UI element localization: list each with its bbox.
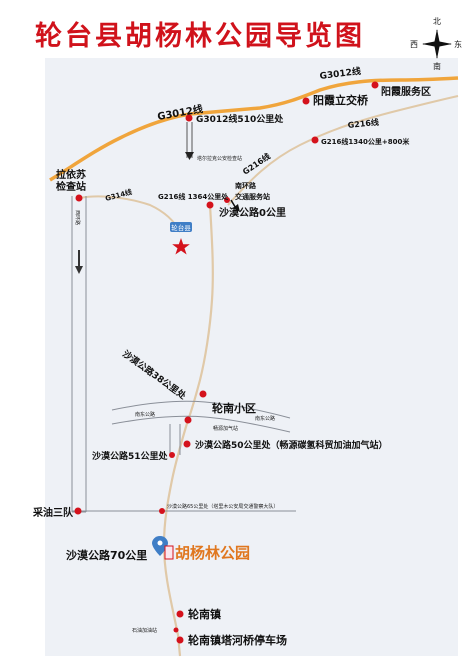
page-title: 轮台县胡杨林公园导览图 — [35, 21, 365, 52]
park-highlight-box — [164, 545, 174, 560]
location-pin-icon — [152, 536, 168, 556]
poi-desert-38 — [184, 416, 192, 424]
label-yangxia-interchange: 阳霞立交桥 — [313, 93, 369, 107]
label-east-west-right: 南东公路 — [255, 415, 275, 422]
county-badge-label: 轮台县 — [171, 223, 191, 232]
label-desert-50: 沙漠公路50公里处（畅源碳氢科贸加油加气站） — [195, 439, 388, 451]
poi-desert-65 — [159, 508, 165, 514]
county-star-icon — [172, 238, 190, 255]
label-laiyisu-1: 拉依苏 — [56, 168, 86, 181]
label-desert-51: 沙漠公路51公里处 — [92, 450, 169, 462]
compass: 北 南 东 西 — [410, 17, 462, 71]
road-east-west-top — [111, 400, 291, 419]
label-gas-small: 畅源加气站 — [213, 425, 238, 432]
poi-markers — [74, 81, 379, 644]
label-east-west-left: 南东公路 — [135, 411, 155, 418]
label-g3012-510: G3012线510公里处 — [196, 113, 284, 125]
label-park-name: 胡杨林公园 — [175, 544, 250, 562]
label-lunnan-district: 轮南小区 — [212, 401, 256, 415]
poi-desert-50 — [183, 440, 191, 448]
label-checkpoint-note: 塔尔拉克公安检查站 — [197, 155, 242, 162]
poi-desert-51 — [169, 452, 175, 458]
road-g216 — [227, 95, 459, 206]
poi-laiyisu-checkpoint — [75, 194, 83, 202]
label-small-bottom: 石油加油站 — [132, 627, 157, 634]
road-east-west-bottom — [111, 415, 291, 433]
label-desert-0: 沙漠公路0公里 — [219, 206, 286, 219]
label-laiyisu-2: 检查站 — [56, 180, 86, 193]
label-road-vertical: 西环路 — [74, 210, 81, 225]
label-nanhuan-1: 南环路 — [235, 181, 257, 190]
label-nanhuan-2: 交通服务站 — [235, 192, 270, 201]
poi-nanhuan — [224, 197, 230, 203]
poi-lunnan-town — [176, 610, 184, 618]
down-arrow-icon — [185, 152, 194, 160]
compass-north: 北 — [433, 17, 441, 26]
poi-lunnan-district — [199, 390, 207, 398]
label-g216-right: G216线 — [347, 117, 379, 130]
poi-g216-1364 — [206, 201, 214, 209]
label-lunnan-town: 轮南镇 — [188, 607, 221, 621]
label-g216-1340: G216线1340公里+800米 — [321, 137, 410, 146]
poi-tahe-parking — [176, 636, 184, 644]
label-g216-1364: G216线 1364公里处 — [158, 192, 229, 201]
label-caiyou: 采油三队 — [32, 506, 74, 519]
highway-g3012 — [49, 76, 459, 182]
county-badge — [170, 222, 192, 232]
label-tahe-parking: 轮南镇塔河桥停车场 — [188, 633, 287, 647]
map-area — [45, 58, 458, 656]
poi-caiyou — [74, 507, 82, 515]
poi-yangxia-interchange — [302, 97, 310, 105]
compass-west: 西 — [410, 40, 418, 49]
poi-small-bottom — [173, 627, 179, 633]
compass-south: 南 — [433, 61, 441, 71]
label-desert-65: 沙漠公路65公里处（塔里木公安局交通警察大队） — [167, 503, 278, 510]
west-road-down-arrow-icon — [75, 266, 83, 274]
label-desert-70: 沙漠公路70公里 — [66, 548, 147, 562]
compass-east: 东 — [454, 39, 462, 49]
label-yangxia-service: 阳霞服务区 — [381, 85, 431, 98]
poi-g216-1340 — [311, 136, 319, 144]
poi-g3012-510 — [185, 114, 193, 122]
poi-yangxia-service — [371, 81, 379, 89]
